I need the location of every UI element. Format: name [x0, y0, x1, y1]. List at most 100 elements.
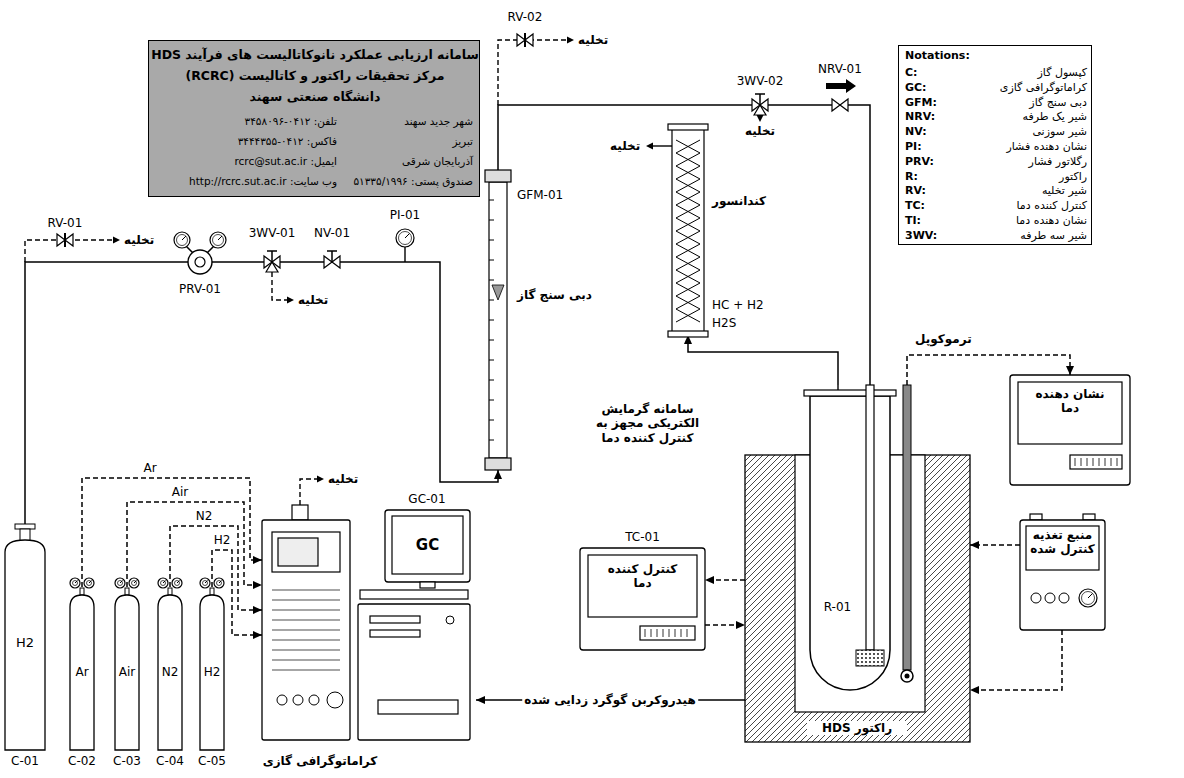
gc-grille: [272, 650, 340, 651]
keypad-key: [1093, 458, 1094, 466]
display-monitor: [1010, 375, 1130, 485]
display-keypad: [1070, 455, 1122, 469]
cylinder-neck: [20, 529, 30, 541]
flowmeter-cap: [485, 458, 511, 470]
cylinder-gauge: [203, 581, 208, 586]
keypad-key: [1087, 458, 1088, 466]
note-label: سامانه گرمایش الکتریکی مجهز به کنترل کنن…: [585, 402, 710, 445]
gc-vent: [292, 505, 308, 520]
regulator-gauge: [210, 232, 226, 248]
relief-valve-symbol: [517, 34, 533, 46]
gc-knob: [327, 692, 343, 708]
supply-knob: [1031, 593, 1041, 603]
equipment-label: راکتور HDS: [807, 721, 907, 735]
controller-screen: [588, 555, 697, 617]
gas-cylinder: [5, 540, 45, 750]
flowmeter-tick: [489, 440, 494, 441]
cylinder-gauge: [175, 581, 180, 586]
notation-text: GFM:: [905, 96, 955, 109]
keypad-key: [675, 629, 676, 637]
title-text: وب سایت: http://rcrc.sut.ac.ir: [155, 175, 337, 188]
regulator-gauge: [218, 236, 222, 240]
reactor-inlet-tube: [866, 385, 874, 650]
condenser-coil: [676, 140, 700, 322]
flowmeter-tick: [489, 380, 494, 381]
notation-text: NV:: [905, 125, 955, 138]
notation-text: RV:: [905, 184, 955, 197]
check-valve-symbol: [832, 99, 848, 111]
equipment-label: منبع تغذیه کنترل شده: [1023, 528, 1102, 557]
gc-grille: [272, 600, 340, 601]
cylinder-label: N2: [152, 665, 188, 679]
power-button: [446, 616, 454, 624]
gc-button: [277, 695, 287, 705]
controller-monitor: [580, 548, 705, 650]
condenser-shell: [672, 128, 704, 335]
computer-case: [358, 604, 470, 740]
needle-valve-symbol: [327, 251, 337, 262]
condenser-coil: [676, 140, 700, 322]
gc-grille: [272, 670, 340, 671]
drain-label: تخلیه: [745, 124, 775, 138]
flowmeter-tick: [489, 340, 494, 341]
supply-knob: [1045, 593, 1055, 603]
tag-label: 3WV-02: [737, 74, 784, 88]
cylinder-neck: [80, 588, 84, 595]
flowmeter-tick: [489, 240, 494, 241]
drive-slot: [370, 616, 420, 623]
keypad-key: [663, 629, 664, 637]
notation-text: رگلاتور فشار: [957, 155, 1087, 168]
gas-cylinder: AirC-03: [115, 595, 139, 750]
title-text: سامانه ارزیابی عملکرد نانوکاتالیست های ف…: [149, 47, 481, 62]
three-way-valve-symbol: [755, 94, 765, 105]
gc-button: [293, 695, 303, 705]
gas-line: [82, 478, 262, 595]
keypad-key: [1075, 458, 1076, 466]
controller-keypad: [640, 626, 695, 640]
regulator-gauge: [174, 232, 190, 248]
tag-label: PI-01: [390, 208, 420, 222]
flow-arrowhead: [567, 37, 574, 44]
title-panel: سامانه ارزیابی عملکرد نانوکاتالیست های ف…: [148, 40, 480, 197]
drive-slot: [370, 630, 420, 637]
supply-dial: [1079, 589, 1097, 607]
notation-text: شیر سوزنی: [957, 125, 1087, 138]
gc-grille: [272, 630, 340, 631]
flowmeter-tick: [489, 220, 494, 221]
drain-label: تخلیه: [578, 33, 608, 47]
notation-box: Notations:C:کپسول گازGC:کراماتوگرافی گاز…: [898, 45, 1092, 245]
notation-text: نشان دهنده دما: [957, 214, 1087, 227]
gc-body: [262, 520, 350, 740]
cylinder-gauge: [200, 578, 210, 588]
cylinder-neck: [168, 588, 172, 595]
notation-text: R:: [905, 170, 955, 183]
pressure-gauge-symbol: [396, 229, 414, 247]
title-text: دانشگاه صنعتی سهند: [149, 89, 481, 104]
equipment-label: TC-01: [580, 530, 705, 544]
thermocouple-tip: [901, 670, 913, 682]
supply-dial: [1088, 594, 1093, 599]
regulator-gauge: [182, 236, 186, 240]
cylinder-gauge: [129, 578, 139, 588]
cylinder-gauge: [217, 581, 222, 586]
keyboard: [360, 590, 468, 599]
hds-reactor: R-01راکتور HDS: [745, 385, 970, 742]
notation-text: شیر سه طرفه: [957, 229, 1087, 242]
gc-display: [278, 538, 318, 566]
cylinder-gauge: [161, 581, 166, 586]
display-screen: [1018, 382, 1122, 444]
line-label: N2: [194, 509, 215, 523]
notation-text: کپسول گاز: [957, 66, 1087, 79]
title-text: تلفن: ۰۴۱۲-۳۴۵۸۰۹۶: [155, 115, 337, 128]
reactor-outlet: [837, 385, 838, 390]
condenser: کندانسور: [672, 128, 704, 335]
pressure-regulator-symbol: [188, 250, 212, 274]
title-text: ایمیل: rcrc@sut.ac.ir: [155, 155, 337, 168]
cylinder-valve: [15, 524, 35, 529]
catalyst-bed: [856, 650, 884, 666]
flow-direction-arrow: [826, 79, 856, 93]
equipment-label: کنترل کننده دما: [600, 562, 685, 591]
equipment-label: کندانسور: [712, 194, 792, 208]
cylinder-neck: [210, 588, 214, 595]
cylinder-gauge: [132, 581, 137, 586]
